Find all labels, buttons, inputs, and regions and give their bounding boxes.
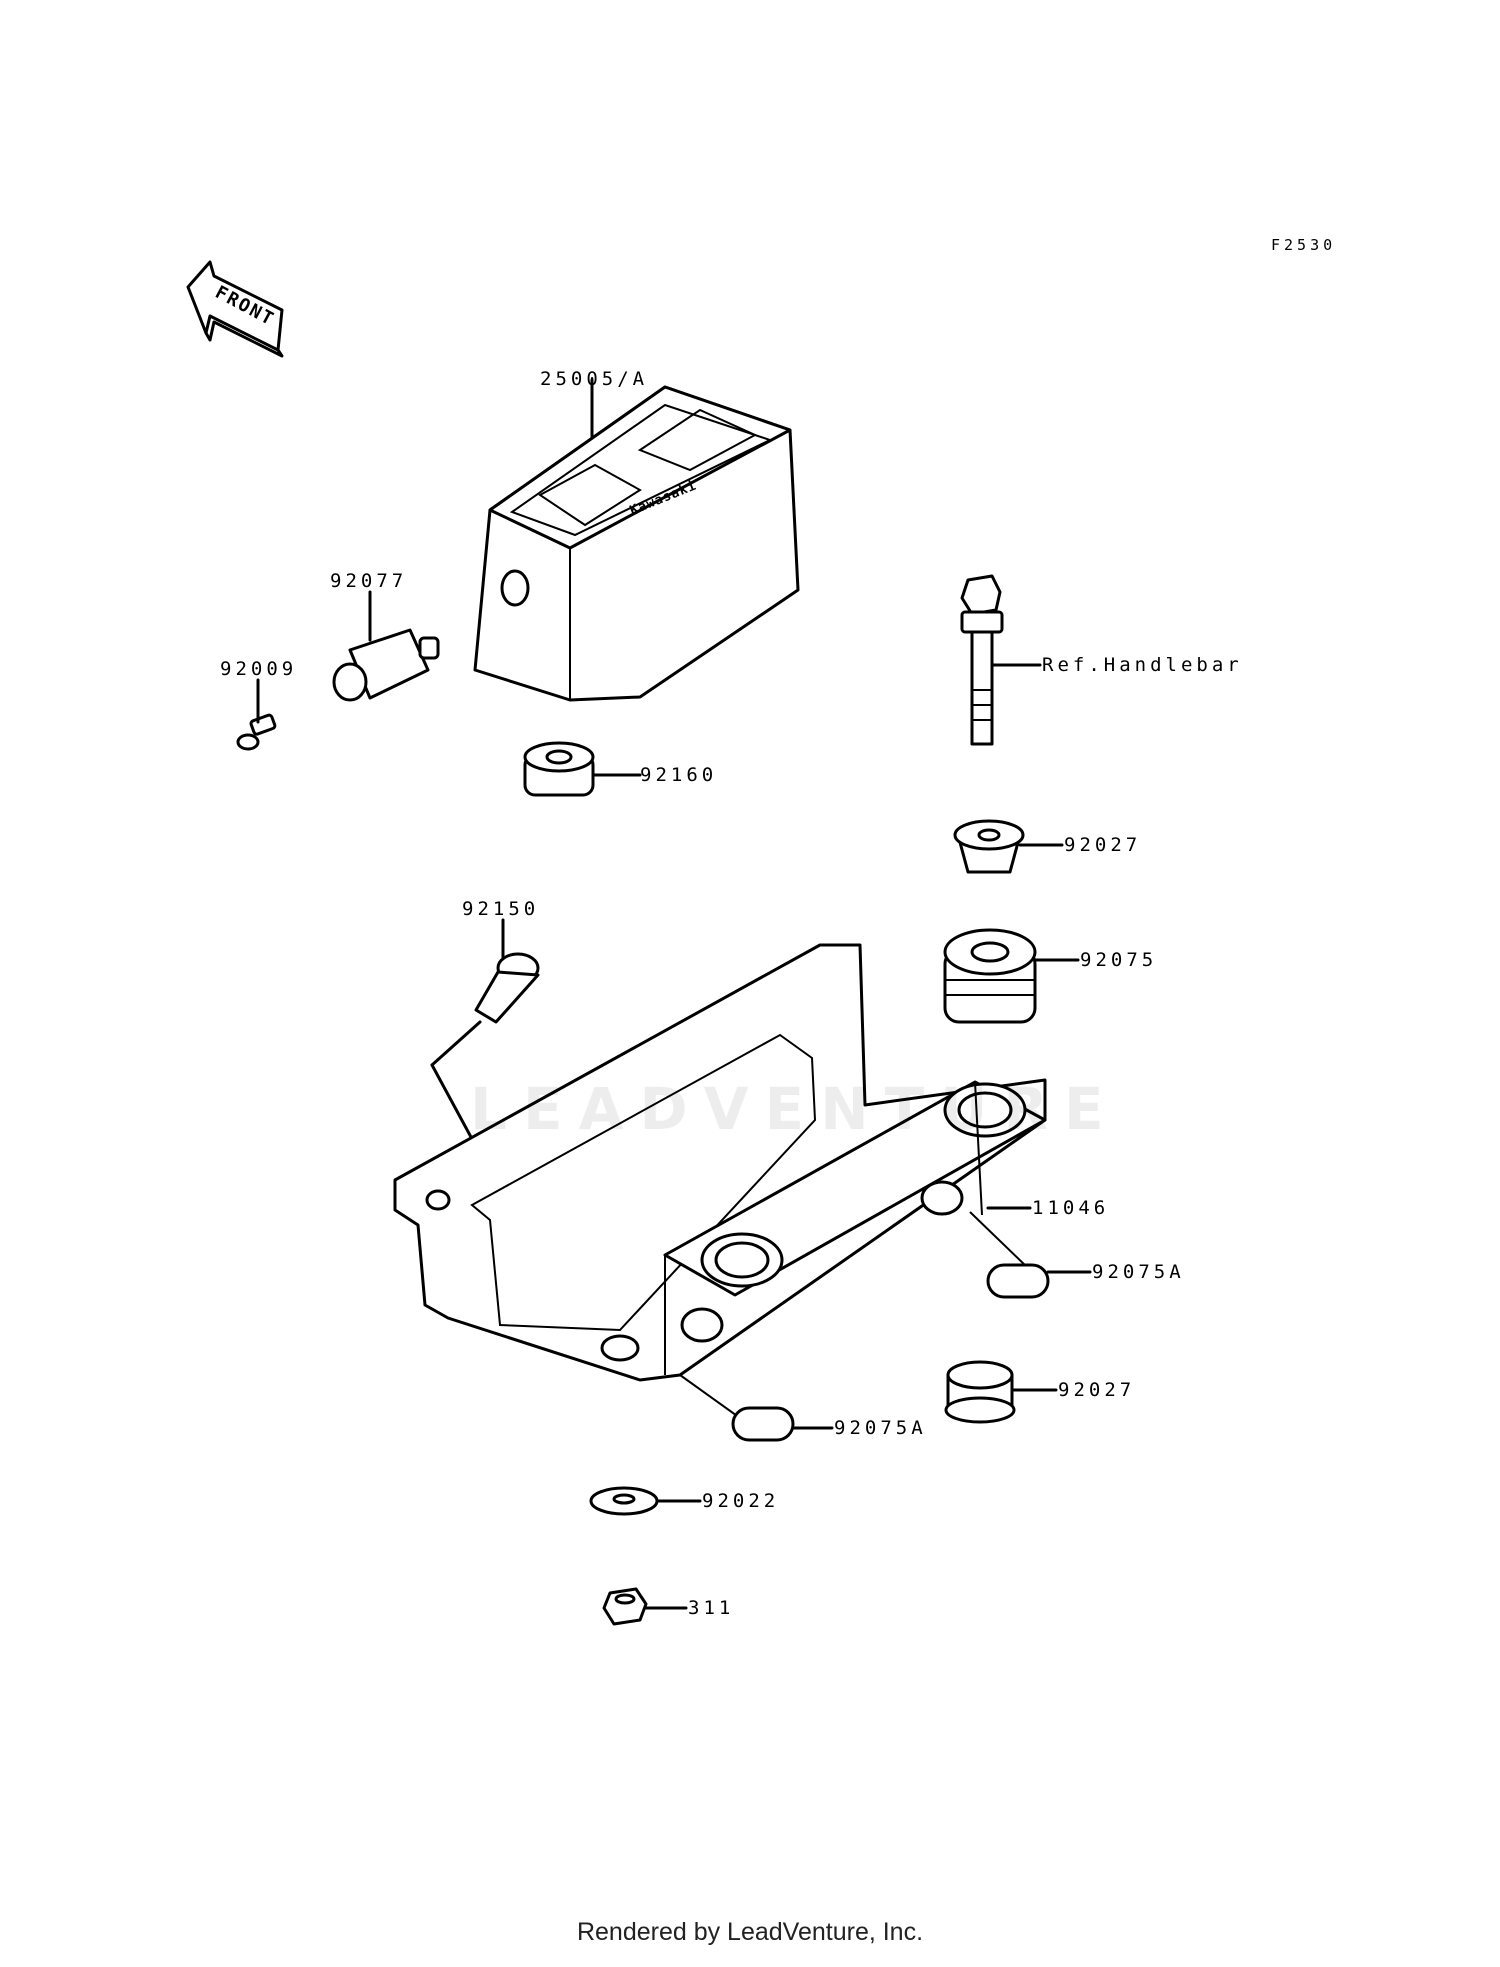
callout-label: 25005/A [540,368,648,390]
part-92027-lower: 92027 [944,1360,1135,1424]
callout-label: 92022 [702,1490,779,1512]
part-92009: 92009 [220,658,297,751]
callout-label: 92075A [1092,1261,1185,1283]
callout-label: 92027 [1064,834,1141,856]
part-92027-top: 92027 [953,819,1141,874]
watermark: LEADVENTURE [470,1075,1120,1143]
callout-label: 92009 [220,658,297,680]
callout-label: Ref.Handlebar [1042,654,1243,676]
callout-label: 11046 [1032,1197,1109,1219]
callout-label: 92027 [1058,1379,1135,1401]
footer-credit: Rendered by LeadVenture, Inc. [576,1918,924,1946]
part-92077: 92077 [330,570,440,702]
figure-code: F2530 [1271,236,1336,254]
part-92150: 92150 [430,898,540,1192]
part-92075A-right: 92075A [969,1211,1185,1299]
part-311: 311 [602,1587,734,1626]
part-92075: 92075 [943,928,1157,1024]
callout-label: 92075A [834,1417,927,1439]
callout-label: 311 [688,1597,734,1619]
part-ref-handlebar-bolt: Ref.Handlebar [960,574,1243,746]
part-92022: 92022 [589,1486,779,1516]
callout-label: 92075 [1080,949,1157,971]
callout-label: 92150 [462,898,539,920]
part-11046: 11046 [393,943,1109,1382]
callout-label: 92077 [330,570,407,592]
part-92160: 92160 [523,741,717,797]
part-25005A: Kawasaki 25005/A [473,368,800,702]
part-92075A-left: 92075A [679,1374,927,1442]
front-arrow-icon: FRONT [186,260,284,358]
callout-label: 92160 [640,764,717,786]
